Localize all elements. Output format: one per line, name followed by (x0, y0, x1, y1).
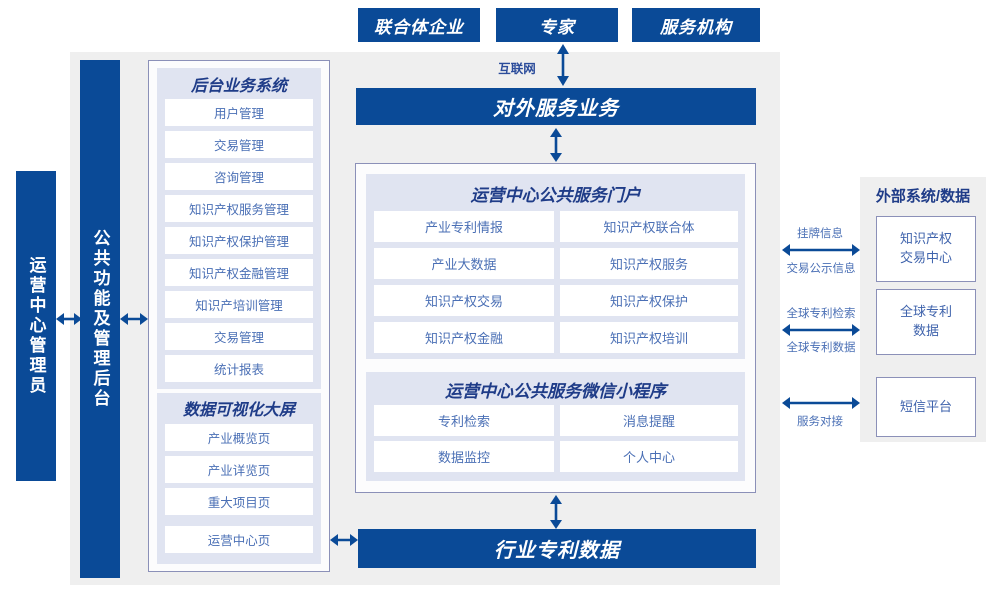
center-to-bottom-arrow (550, 495, 562, 529)
internet-label: 互联网 (498, 62, 536, 76)
item-label: 知识产权服务管理 (188, 203, 289, 217)
external-service-label: 对外服务业务 (493, 98, 619, 120)
external-connector-arrow-0 (782, 244, 860, 256)
industry-patent-data-bar[interactable]: 行业专利数据 (358, 529, 756, 568)
portal-item-2[interactable]: 产业大数据 (374, 248, 554, 279)
backoffice-item-7[interactable]: 交易管理 (165, 323, 313, 350)
backoffice-item-1[interactable]: 交易管理 (165, 131, 313, 158)
item-label: 知识产权金融 (424, 331, 503, 346)
dataviz-item-3[interactable]: 运营中心页 (165, 526, 313, 553)
dataviz-item-1[interactable]: 产业详览页 (165, 456, 313, 483)
connector-label-2-below: 服务对接 (797, 416, 843, 428)
top-actor-box-1[interactable]: 专家 (496, 8, 618, 42)
item-label: 重大项目页 (207, 496, 271, 510)
item-label: 消息提醒 (622, 414, 675, 429)
item-label: 知识产培训管理 (195, 299, 283, 313)
left-bar-label: 运营中心管理员 (26, 256, 46, 396)
internet-arrow (557, 44, 569, 86)
left-bar-label: 公共功能及管理后台 (90, 229, 110, 409)
portal-item-0[interactable]: 产业专利情报 (374, 211, 554, 242)
item-label: 知识产权交易 (424, 294, 503, 309)
backoffice-item-3[interactable]: 知识产权服务管理 (165, 195, 313, 222)
backoffice-item-4[interactable]: 知识产权保护管理 (165, 227, 313, 254)
item-label: 知识产权服务 (609, 257, 688, 272)
external-service-bar[interactable]: 对外服务业务 (356, 88, 756, 125)
portal-title: 运营中心公共服务门户 (470, 185, 641, 205)
service-to-portal-arrow (550, 128, 562, 162)
portal-item-6[interactable]: 知识产权金融 (374, 322, 554, 353)
miniprogram-item-3[interactable]: 个人中心 (560, 441, 738, 472)
portal-item-1[interactable]: 知识产权联合体 (560, 211, 738, 242)
item-label: 知识产权联合体 (603, 220, 695, 235)
connector-label-0-above: 挂牌信息 (797, 228, 843, 240)
external-systems-title: 外部系统/数据 (875, 187, 971, 205)
item-label: 运营中心页 (207, 534, 271, 548)
item-label: 产业专利情报 (424, 220, 503, 235)
external-connector-arrow-1 (782, 324, 860, 336)
backoffice-item-8[interactable]: 统计报表 (165, 355, 313, 382)
common-to-backoffice-arrow (120, 313, 148, 325)
item-label: 知识产权保护管理 (188, 235, 289, 249)
connector-label-0-below: 交易公示信息 (786, 263, 856, 275)
connector-label-1-below: 全球专利数据 (786, 342, 856, 354)
top-actor-box-2[interactable]: 服务机构 (632, 8, 760, 42)
portal-item-5[interactable]: 知识产权保护 (560, 285, 738, 316)
portal-item-3[interactable]: 知识产权服务 (560, 248, 738, 279)
backoffice-item-5[interactable]: 知识产权金融管理 (165, 259, 313, 286)
top-actor-label: 服务机构 (660, 17, 732, 37)
industry-patent-data-label: 行业专利数据 (494, 540, 620, 562)
external-item-2[interactable]: 短信平台 (876, 377, 976, 437)
external-connector-arrow-2 (782, 397, 860, 409)
top-actor-label: 专家 (539, 17, 575, 37)
external-item-1[interactable]: 全球专利 数据 (876, 289, 976, 355)
connector-label-1-above: 全球专利检索 (786, 308, 856, 320)
item-label: 产业概览页 (207, 432, 271, 446)
backoffice-item-6[interactable]: 知识产培训管理 (165, 291, 313, 318)
miniprogram-item-2[interactable]: 数据监控 (374, 441, 554, 472)
backoffice-title: 后台业务系统 (190, 78, 287, 95)
left-bar-operator[interactable]: 运营中心管理员 (16, 171, 56, 481)
item-label: 专利检索 (437, 414, 490, 429)
item-label: 统计报表 (213, 363, 264, 377)
item-label: 产业大数据 (431, 257, 497, 272)
miniprogram-item-0[interactable]: 专利检索 (374, 405, 554, 436)
backoffice-item-0[interactable]: 用户管理 (165, 99, 313, 126)
item-label: 知识产权金融管理 (188, 267, 289, 281)
dataviz-to-bottom-arrow (330, 534, 358, 546)
left-bar-common-function[interactable]: 公共功能及管理后台 (80, 60, 120, 578)
top-actor-label: 联合体企业 (374, 17, 464, 37)
miniprogram-item-1[interactable]: 消息提醒 (560, 405, 738, 436)
dataviz-item-2[interactable]: 重大项目页 (165, 488, 313, 515)
portal-item-7[interactable]: 知识产权培训 (560, 322, 738, 353)
item-label: 个人中心 (622, 450, 675, 465)
external-item-0[interactable]: 知识产权 交易中心 (876, 216, 976, 282)
item-label: 用户管理 (213, 107, 264, 121)
top-actor-box-0[interactable]: 联合体企业 (358, 8, 480, 42)
item-label: 知识产权培训 (609, 331, 688, 346)
item-label: 咨询管理 (213, 171, 264, 185)
miniprogram-title: 运营中心公共服务微信小程序 (445, 381, 666, 401)
backoffice-item-2[interactable]: 咨询管理 (165, 163, 313, 190)
dataviz-title: 数据可视化大屏 (182, 402, 295, 419)
portal-item-4[interactable]: 知识产权交易 (374, 285, 554, 316)
item-label: 知识产权保护 (609, 294, 688, 309)
dataviz-item-0[interactable]: 产业概览页 (165, 424, 313, 451)
item-label: 交易管理 (213, 139, 264, 153)
operator-to-common-arrow (56, 313, 82, 325)
item-label: 交易管理 (213, 331, 264, 345)
item-label: 数据监控 (437, 450, 490, 465)
item-label: 产业详览页 (207, 464, 271, 478)
